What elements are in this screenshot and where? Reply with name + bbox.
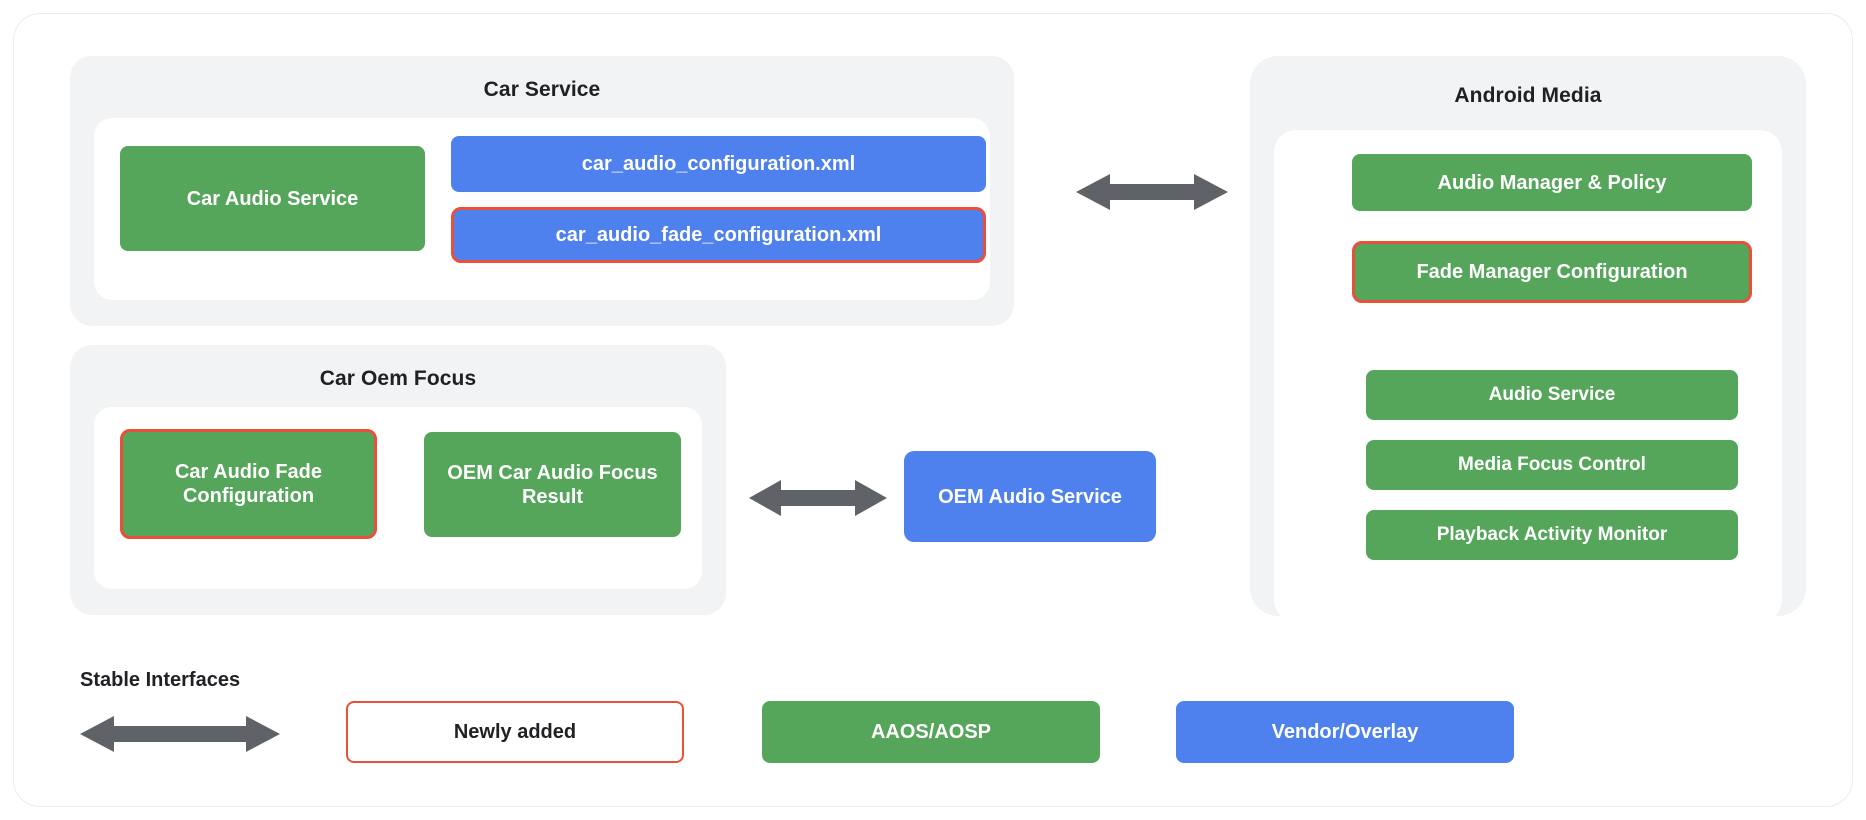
- node-car-audio-configuration-xml[interactable]: car_audio_configuration.xml: [451, 136, 986, 192]
- node-audio-service-label: Audio Service: [1488, 383, 1616, 405]
- group-car-service: Car Service Car Audio Service car_audio_…: [70, 56, 1014, 326]
- node-audio-service[interactable]: Audio Service: [1366, 370, 1738, 420]
- node-playback-activity-monitor-label: Playback Activity Monitor: [1436, 523, 1668, 545]
- legend-chip-vendor-overlay-label: Vendor/Overlay: [1271, 720, 1419, 743]
- group-car-oem-focus: Car Oem Focus Car Audio Fade Configurati…: [70, 345, 726, 615]
- diagram-sheet: Car Service Car Audio Service car_audio_…: [14, 14, 1852, 806]
- arrow-car-oem-focus-to-oem-audio-service: [749, 478, 887, 518]
- group-android-media: Android Media Audio Manager & Policy Fad…: [1250, 56, 1806, 622]
- group-android-media-title: Android Media: [1454, 84, 1602, 107]
- node-car-audio-fade-configuration[interactable]: Car Audio Fade Configuration: [120, 429, 377, 539]
- node-media-focus-control[interactable]: Media Focus Control: [1366, 440, 1738, 490]
- node-car-audio-configuration-xml-label: car_audio_configuration.xml: [581, 153, 856, 175]
- legend-stable-interfaces-label: Stable Interfaces: [80, 669, 241, 691]
- node-media-focus-control-label: Media Focus Control: [1458, 453, 1646, 475]
- node-oem-car-audio-focus-result[interactable]: OEM Car Audio Focus Result: [424, 432, 681, 537]
- group-car-oem-focus-card: Car Audio Fade Configuration OEM Car Aud…: [94, 407, 702, 589]
- group-car-oem-focus-title: Car Oem Focus: [319, 367, 477, 390]
- node-audio-manager-and-policy[interactable]: Audio Manager & Policy: [1352, 154, 1752, 211]
- node-car-audio-fade-configuration-xml-label: car_audio_fade_configuration.xml: [555, 224, 882, 246]
- legend-chip-aaos-aosp-label: AAOS/AOSP: [870, 720, 992, 743]
- node-car-audio-service-label: Car Audio Service: [186, 187, 359, 210]
- group-car-service-card: Car Audio Service car_audio_configuratio…: [94, 118, 990, 300]
- node-oem-car-audio-focus-result-label: OEM Car Audio Focus Result: [447, 461, 658, 508]
- node-oem-audio-service[interactable]: OEM Audio Service: [904, 451, 1156, 542]
- node-car-audio-service[interactable]: Car Audio Service: [120, 146, 425, 251]
- node-audio-manager-and-policy-label: Audio Manager & Policy: [1437, 171, 1667, 194]
- legend-chip-newly-added-label: Newly added: [453, 720, 577, 743]
- node-car-audio-fade-configuration-xml[interactable]: car_audio_fade_configuration.xml: [451, 207, 986, 263]
- group-car-service-title: Car Service: [483, 78, 601, 101]
- node-fade-manager-configuration[interactable]: Fade Manager Configuration: [1352, 241, 1752, 303]
- legend-stable-interfaces-arrow-icon: [80, 714, 280, 754]
- node-playback-activity-monitor[interactable]: Playback Activity Monitor: [1366, 510, 1738, 560]
- node-car-audio-fade-configuration-label: Car Audio Fade Configuration: [174, 461, 323, 507]
- node-fade-manager-configuration-label: Fade Manager Configuration: [1416, 261, 1688, 283]
- group-android-media-card: Audio Manager & Policy Fade Manager Conf…: [1274, 130, 1782, 622]
- node-oem-audio-service-label: OEM Audio Service: [938, 485, 1122, 508]
- legend-chip-vendor-overlay[interactable]: Vendor/Overlay: [1176, 701, 1514, 763]
- legend-chip-newly-added[interactable]: Newly added: [346, 701, 684, 763]
- legend-chip-aaos-aosp[interactable]: AAOS/AOSP: [762, 701, 1100, 763]
- arrow-car-service-to-android-media: [1076, 172, 1228, 212]
